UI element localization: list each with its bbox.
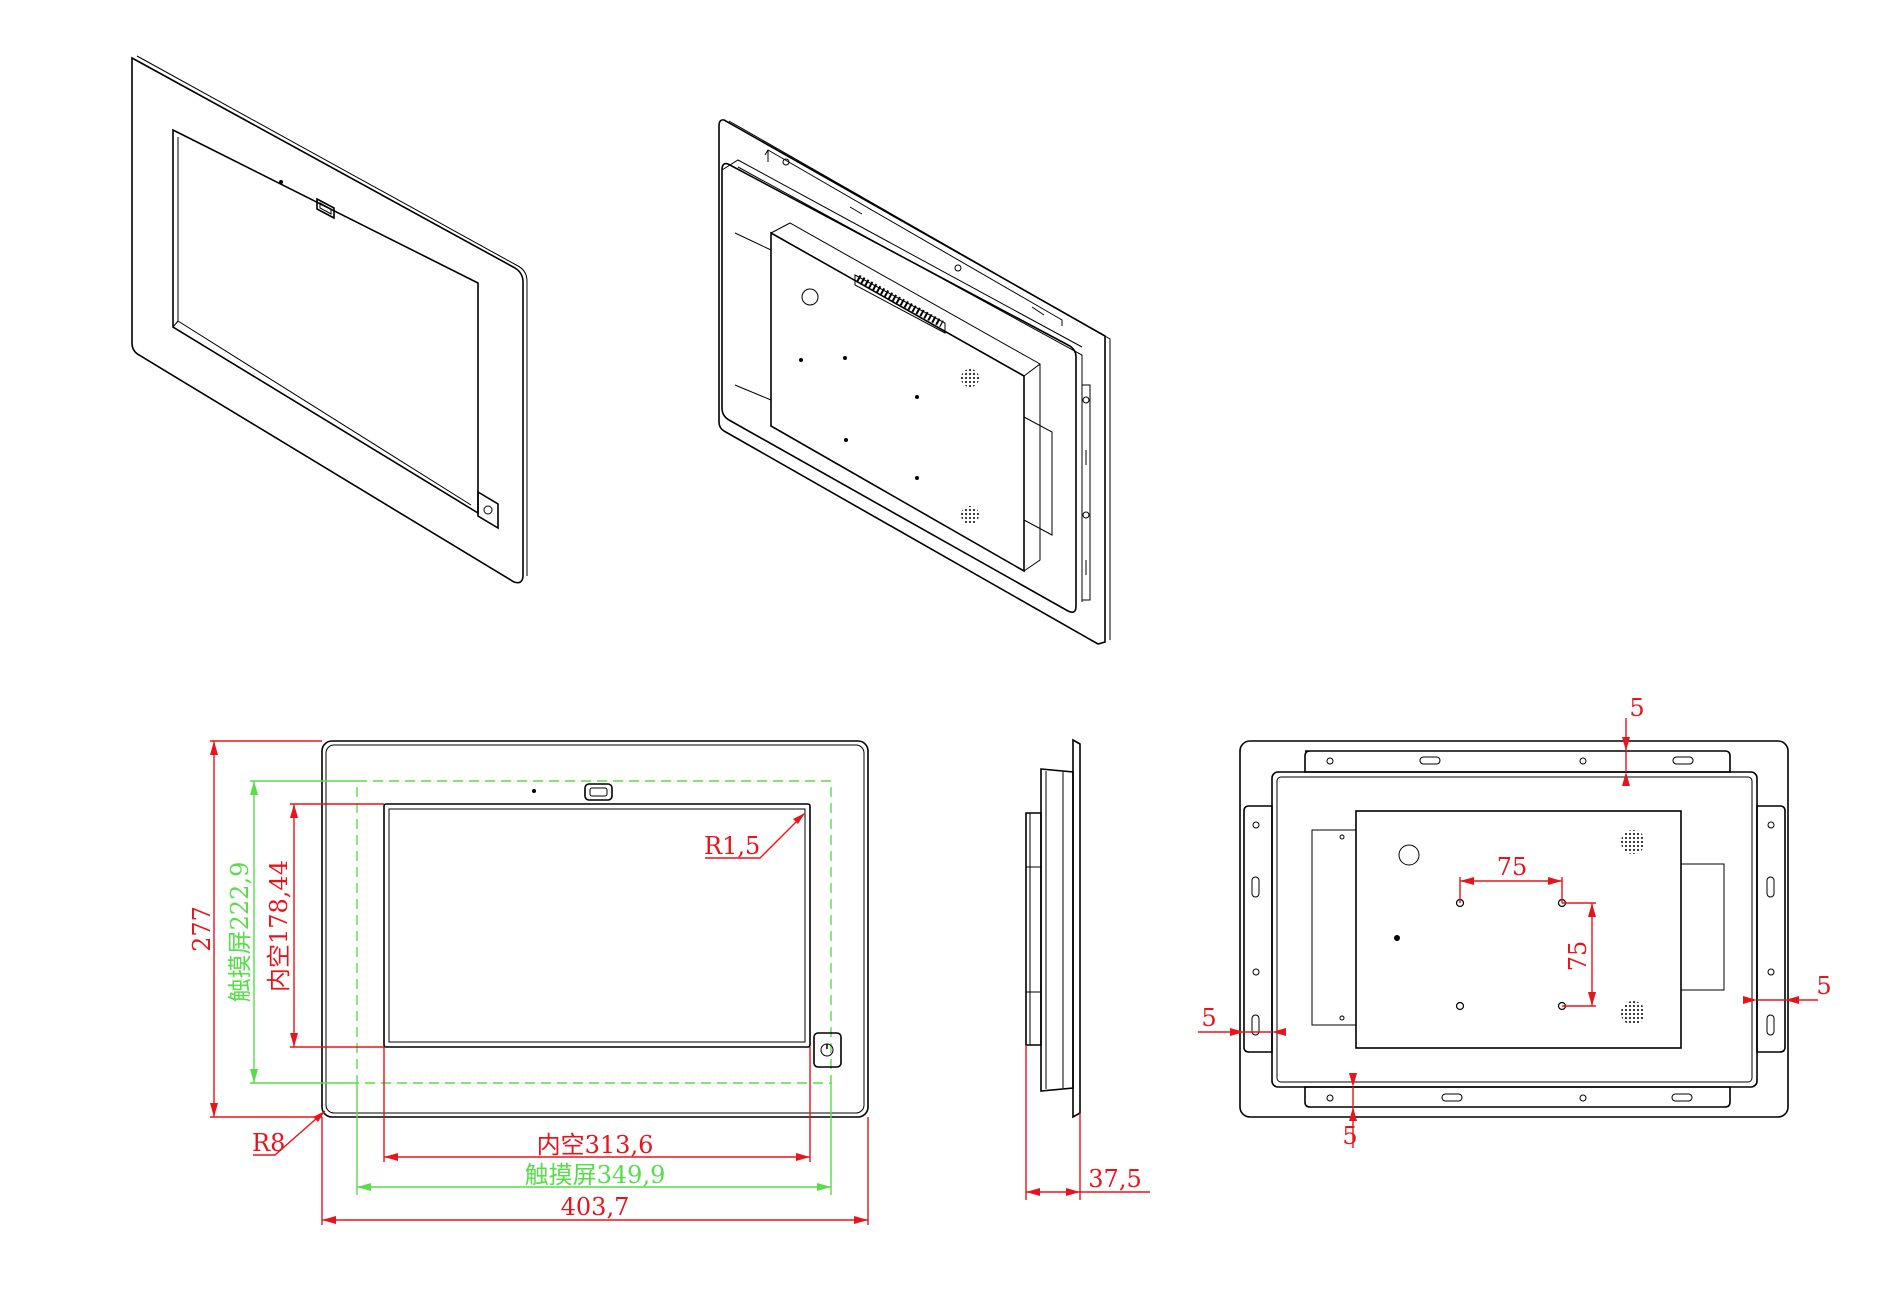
front-bezel (321, 740, 869, 1118)
camera-icon (532, 789, 536, 793)
speaker-grill (1621, 1001, 1645, 1025)
dim-inner-height: 内空178,44 (265, 860, 293, 992)
dim-depth: 37,5 (1088, 1165, 1141, 1193)
dim-inner-width: 内空313,6 (537, 1131, 654, 1159)
power-icon (483, 505, 493, 515)
dim-vesa-horizontal: 75 (1497, 853, 1528, 881)
front-view (210, 740, 869, 1225)
dim-vesa-vertical: 75 (1564, 941, 1592, 972)
camera-module (316, 197, 335, 220)
dim-bracket-left: 5 (1201, 1004, 1216, 1032)
dim-bracket-bottom: 5 (1342, 1122, 1357, 1150)
dim-total-height: 277 (188, 906, 216, 952)
camera-icon (279, 180, 283, 184)
dim-inner-radius: R1,5 (704, 832, 760, 860)
touch-area (356, 780, 832, 1084)
dim-bracket-right: 5 (1816, 972, 1831, 1000)
dim-outer-radius: R8 (252, 1129, 285, 1157)
iso-rear-view (718, 119, 1111, 645)
rear-view (1198, 718, 1818, 1148)
iso-front-view (131, 55, 528, 584)
camera-module (584, 783, 613, 801)
dim-touch-height: 触摸屏222,9 (226, 862, 254, 1003)
rear-chassis (1271, 771, 1758, 1088)
power-button (813, 1032, 842, 1068)
side-view (1025, 738, 1150, 1200)
dim-bracket-top: 5 (1629, 694, 1644, 722)
dim-total-width: 403,7 (561, 1193, 630, 1221)
rear-frame (1239, 740, 1789, 1118)
power-button-iso (477, 490, 499, 530)
display-opening (383, 803, 811, 1048)
dim-touch-width: 触摸屏349,9 (525, 1161, 666, 1189)
speaker-grill (1621, 830, 1645, 854)
